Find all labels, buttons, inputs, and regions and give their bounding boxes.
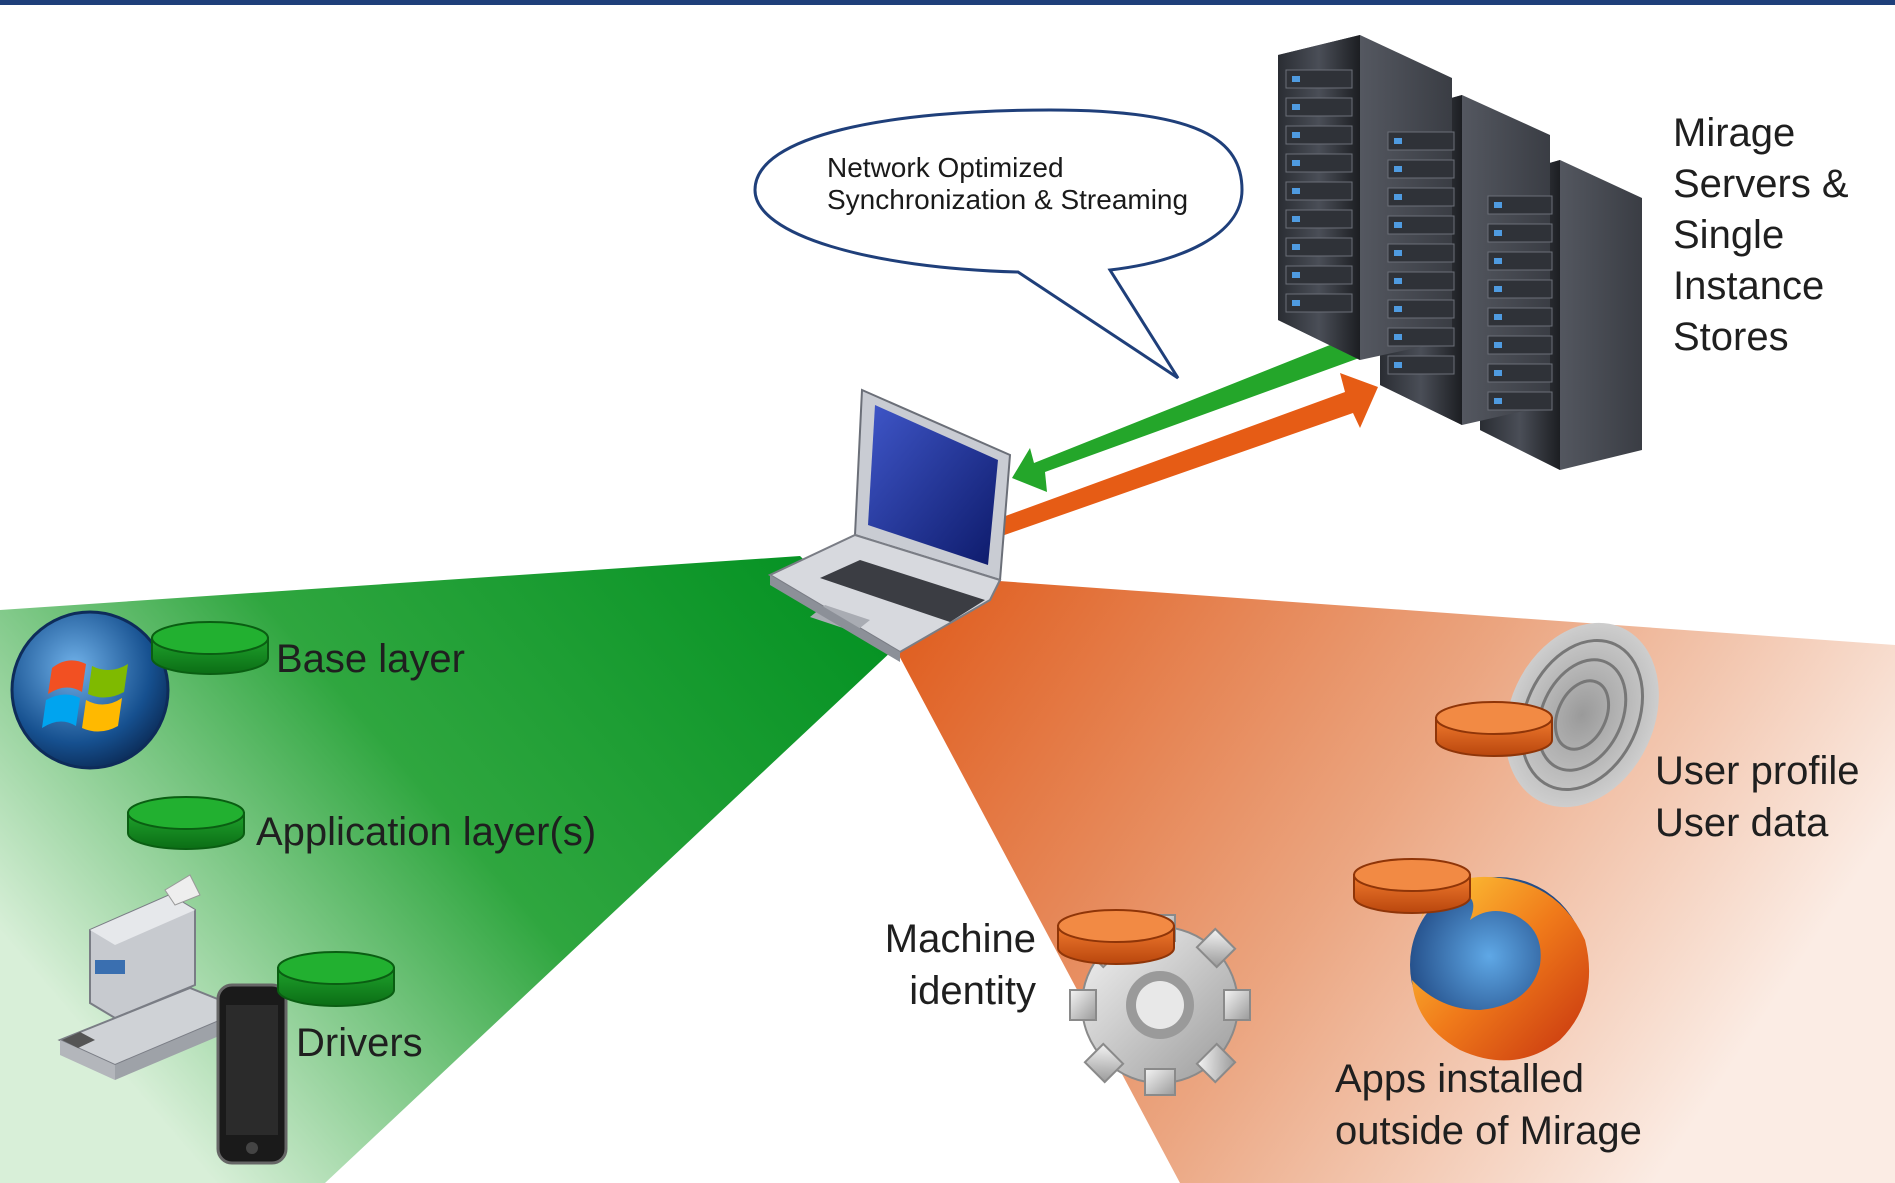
user-profile-disk <box>1435 701 1553 757</box>
machine-identity-disk <box>1057 909 1175 965</box>
sync-arrow-up <box>996 373 1378 538</box>
base-layer-disk <box>151 621 269 675</box>
machine-identity-label: Machine identity <box>884 917 1036 1013</box>
sync-arrow-down <box>1012 337 1362 492</box>
fingerprint-icon <box>1505 622 1659 808</box>
callout-bubble <box>753 108 1244 380</box>
firefox-icon <box>1410 876 1590 1061</box>
apps-outside-disk <box>1353 858 1471 914</box>
user-profile-label: User profile User data <box>1655 749 1860 845</box>
application-layer-disk <box>127 796 245 850</box>
laptop-icon <box>767 388 1012 662</box>
printer-icon <box>89 874 201 1020</box>
header-rule <box>0 0 1895 5</box>
application-layer-label: Application layer(s) <box>256 810 597 854</box>
smartphone-icon <box>216 983 288 1165</box>
base-layer-label: Base layer <box>276 637 465 681</box>
server-rack-icon <box>1278 35 1642 470</box>
callout-text: Network Optimized Synchronization & Stre… <box>827 152 1189 215</box>
servers-label: Mirage Servers & Single Instance Stores <box>1673 111 1849 359</box>
drivers-label: Drivers <box>296 1021 423 1065</box>
drivers-layer-disk <box>277 951 395 1007</box>
windows-logo-icon <box>10 610 170 770</box>
apps-outside-label: Apps installed outside of Mirage <box>1335 1057 1642 1153</box>
